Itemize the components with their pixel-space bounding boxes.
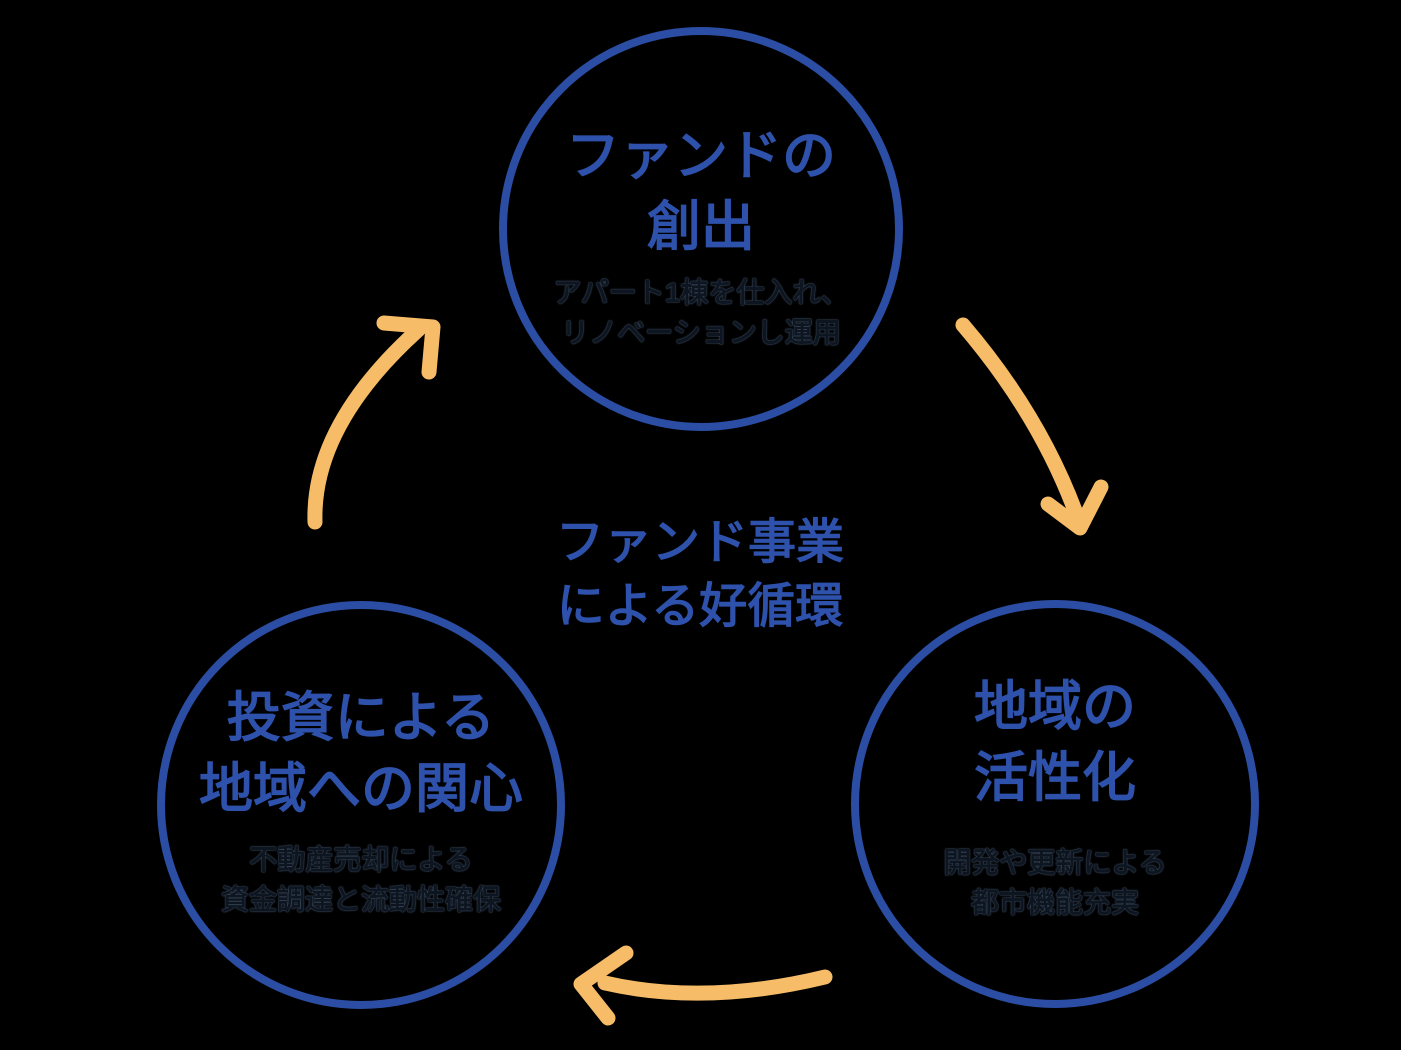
node-fund-creation-desc-line2: リノベーションし運用 <box>561 317 841 348</box>
node-investment-interest-description: 不動産売却による 資金調達と流動性確保 <box>221 840 501 920</box>
node-investment-interest-title-line1: 投資による <box>226 688 496 748</box>
arrow-top-to-right-icon <box>955 317 1109 536</box>
node-fund-creation: ファンドの 創出 アパート1棟を仕入れ、 リノベーションし運用 <box>499 27 903 431</box>
node-fund-creation-title-line1: ファンドの <box>566 126 836 186</box>
node-investment-interest-desc-line1: 不動産売却による <box>249 844 473 875</box>
node-fund-creation-desc-line1: アパート1棟を仕入れ、 <box>553 277 849 308</box>
node-regional-revitalization-title: 地域の 活性化 <box>974 672 1136 814</box>
node-investment-interest-desc-line2: 資金調達と流動性確保 <box>220 884 501 915</box>
node-regional-revitalization: 地域の 活性化 開発や更新による 都市機能充実 <box>851 600 1259 1008</box>
node-investment-interest-title: 投資による 地域への関心 <box>199 683 523 825</box>
node-investment-interest: 投資による 地域への関心 不動産売却による 資金調達と流動性確保 <box>157 601 565 1009</box>
node-regional-revitalization-desc-line1: 開発や更新による <box>943 847 1167 878</box>
node-regional-revitalization-title-line2: 活性化 <box>974 748 1136 808</box>
arrow-right-to-left-icon <box>573 945 833 1026</box>
cycle-center-label: ファンド事業 による好循環 <box>556 511 844 639</box>
cycle-center-label-line1: ファンド事業 <box>555 516 845 569</box>
cycle-center-label-line2: による好循環 <box>556 580 844 633</box>
node-fund-creation-title-line2: 創出 <box>647 197 755 257</box>
node-investment-interest-title-line2: 地域への関心 <box>199 759 523 819</box>
node-fund-creation-description: アパート1棟を仕入れ、 リノベーションし運用 <box>553 273 848 353</box>
node-regional-revitalization-desc-line2: 都市機能充実 <box>970 887 1139 918</box>
arrow-left-to-top-icon <box>307 315 441 530</box>
node-regional-revitalization-description: 開発や更新による 都市機能充実 <box>943 843 1166 923</box>
node-fund-creation-title: ファンドの 創出 <box>566 121 836 263</box>
node-regional-revitalization-title-line1: 地域の <box>974 677 1136 737</box>
